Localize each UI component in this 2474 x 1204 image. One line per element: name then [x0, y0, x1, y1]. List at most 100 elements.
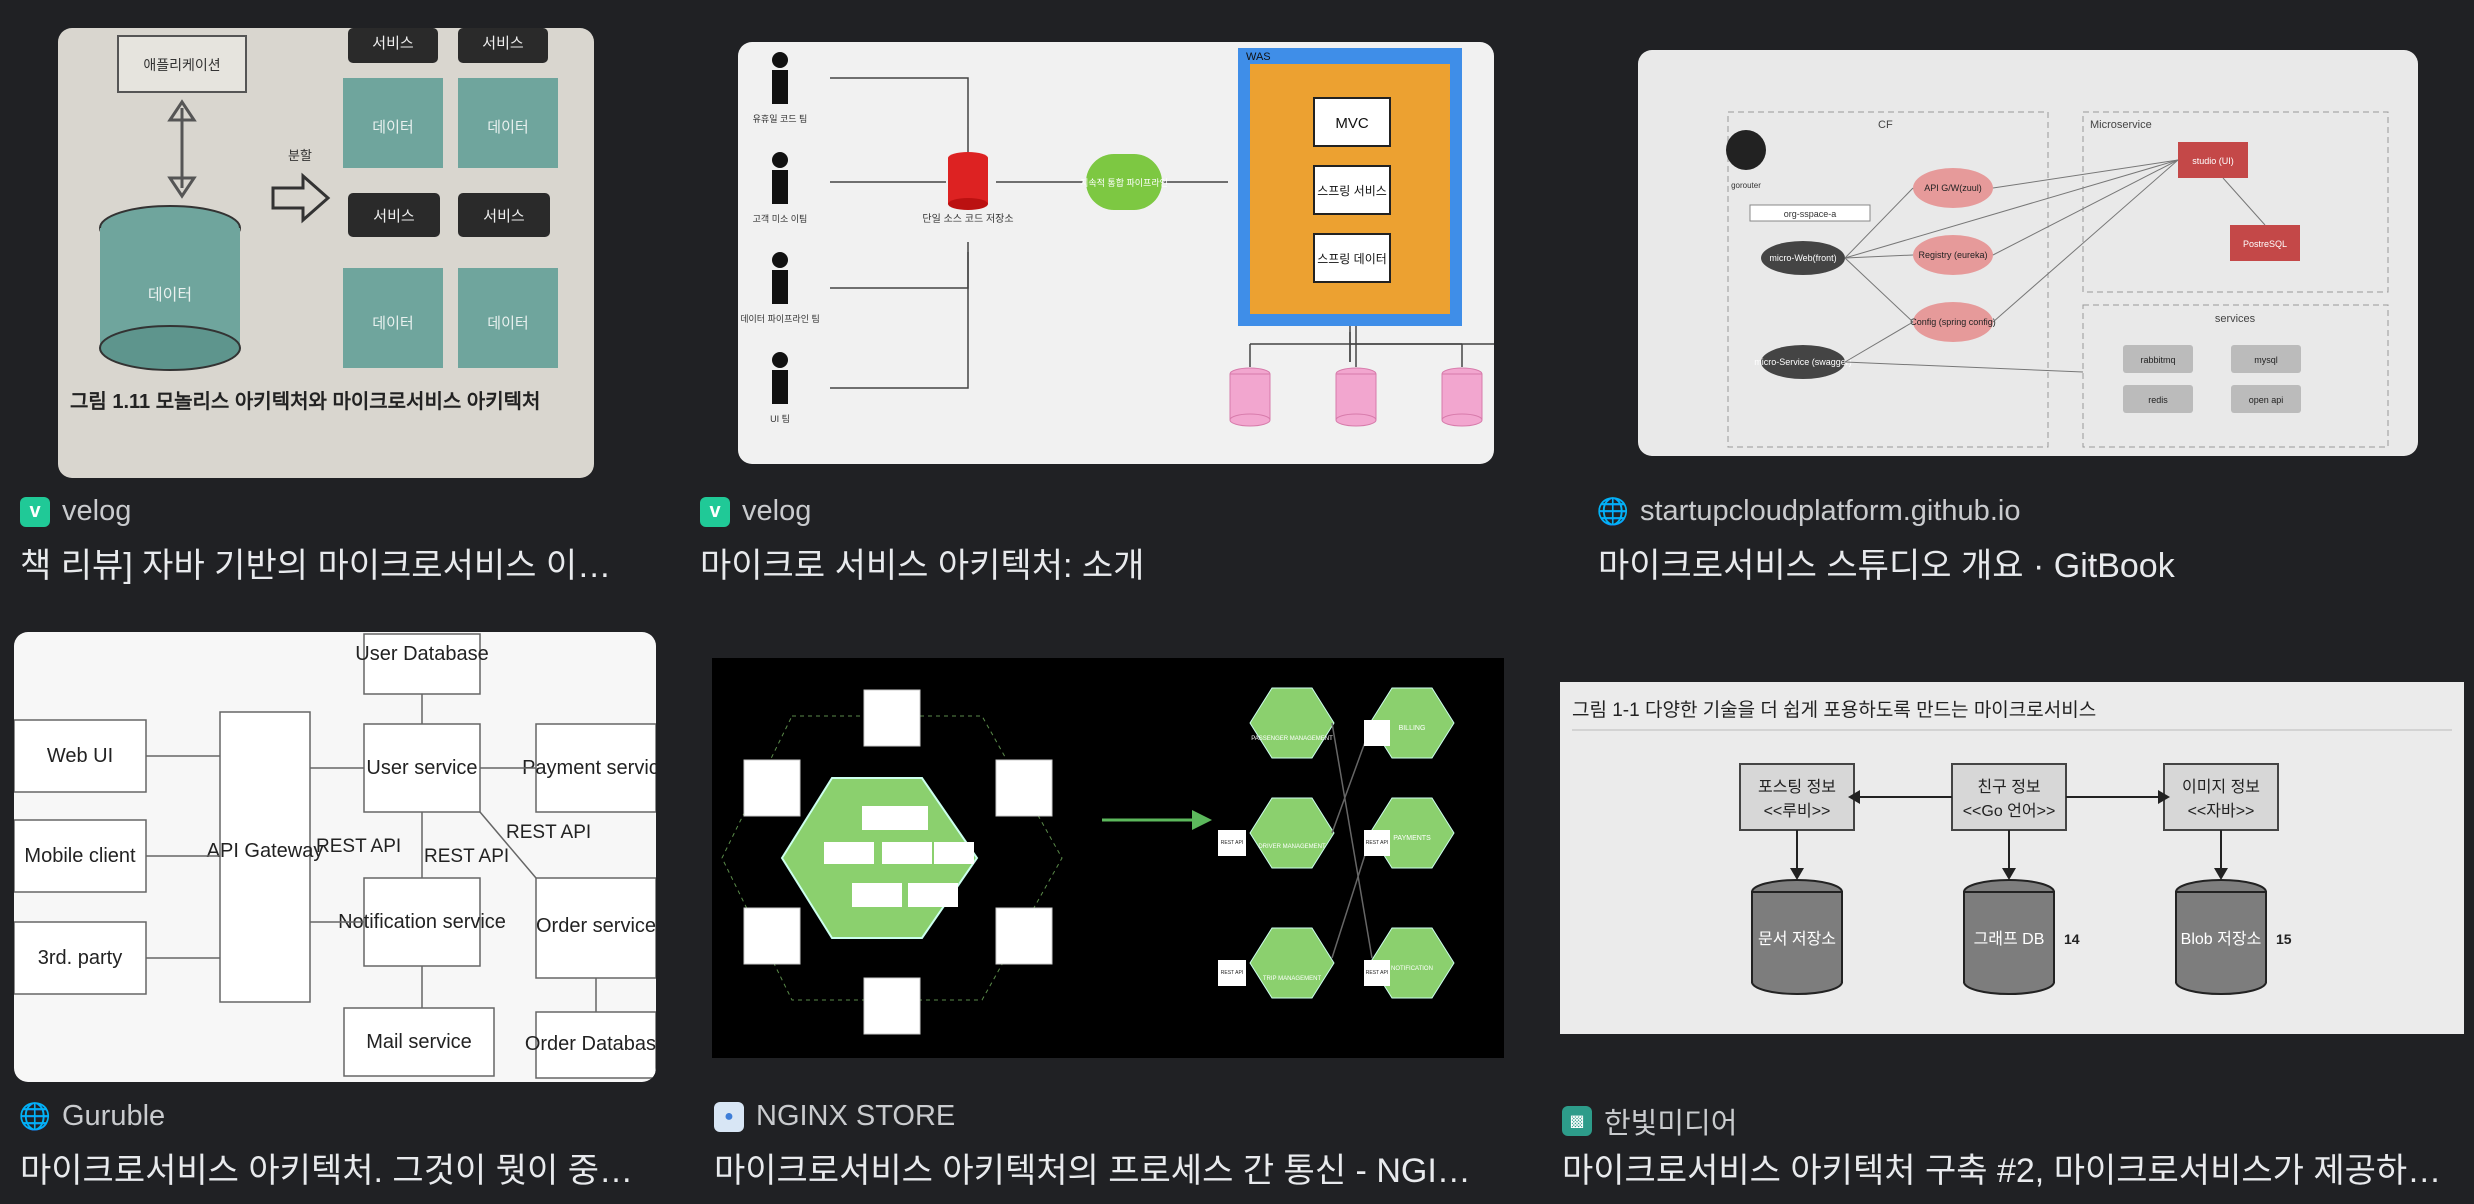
img-friend-label: 친구 정보 [1977, 778, 2040, 796]
result-thumbnail[interactable]: 애플리케이션 데이터 분할 서비스 서비스 데이터 데이터 서비스 서비스 데이… [58, 28, 594, 478]
img-passenger-label: PASSENGER MANAGEMENT [1251, 736, 1333, 742]
source-name: Guruble [62, 1100, 166, 1132]
source-name: startupcloudplatform.github.io [1640, 495, 2021, 527]
img-team-label: UI 팀 [770, 413, 790, 424]
img-rabbit-label: rabbitmq [2140, 355, 2175, 365]
img-notification-label: NOTIFICATION [1391, 966, 1433, 972]
img-rest-label: REST API [506, 822, 591, 843]
result-thumbnail[interactable]: 유휴일 코드 팀 고객 미소 이팀 데이터 파이프라인 팀 UI 팀 단일 소스… [738, 42, 1494, 464]
img-data-label: 데이터 [372, 315, 413, 332]
img-mvc-label: MVC [1335, 115, 1369, 132]
img-driver-label: DRIVER MANAGEMENT [1258, 844, 1326, 850]
result-title[interactable]: 마이크로서비스 아키텍처 구축 #2, 마이크로서비스가 제공하는... [1562, 1152, 2458, 1190]
img-rest-label: REST API [1366, 970, 1388, 976]
result-title[interactable]: 마이크로 서비스 아키텍처: 소개 [700, 547, 1145, 585]
img-notif-label: Notification service [338, 911, 506, 933]
img-payments-label: PAYMENTS [1393, 835, 1431, 842]
img-third-label: 3rd. party [38, 947, 122, 969]
img-trip-label: TRIP MANAGEMENT [1263, 976, 1322, 982]
result-thumbnail[interactable]: CF Microservice services gorouter org-ss… [1638, 50, 2418, 456]
img-team-label: 고객 미소 이팀 [753, 213, 808, 224]
img-billing-label: BILLING [1399, 725, 1426, 732]
img-rest-label: REST API [1221, 840, 1243, 846]
result-source[interactable]: 🌐 startupcloudplatform.github.io [1596, 495, 2021, 528]
globe-icon: 🌐 [1596, 496, 1630, 526]
img-service-label: 서비스 [483, 208, 525, 225]
img-studio-label: studio (UI) [2192, 156, 2234, 166]
img-gateway-label: API Gateway [207, 840, 324, 862]
img-rest-label: REST API [1366, 840, 1388, 846]
result-source[interactable]: ● NGINX STORE [714, 1100, 955, 1133]
img-rest-label: REST API [316, 836, 401, 857]
img-services-label: services [2215, 313, 2256, 325]
source-name: 한빛미디어 [1604, 1108, 1738, 1140]
img-mobile-label: Mobile client [24, 845, 136, 867]
result-title[interactable]: 마이크로서비스 스튜디오 개요 · GitBook [1598, 547, 2175, 585]
img-space-label: org-sspace-a [1784, 209, 1837, 219]
img-config-label: Config (spring config) [1910, 317, 1996, 327]
img-service-label: 서비스 [372, 35, 414, 52]
img-registry-label: Registry (eureka) [1918, 250, 1987, 260]
img-caption: 그림 1-1 다양한 기술을 더 쉽게 포용하도록 만드는 마이크로서비스 [1572, 699, 2096, 721]
img-team-label: 데이터 파이프라인 팀 [740, 313, 820, 324]
img-doc-label: 문서 저장소 [1758, 930, 1836, 948]
img-friend-lang: <<Go 언어>> [1963, 802, 2056, 820]
img-team-label: 유휴일 코드 팀 [753, 113, 808, 124]
img-graph-label: 그래프 DB [1974, 930, 2045, 948]
img-gorouter-label: gorouter [1731, 181, 1761, 190]
img-orderdb-label: Order Database [525, 1033, 656, 1055]
result-source[interactable]: v velog [20, 495, 131, 528]
img-data-label: 데이터 [487, 119, 528, 136]
img-payment-label: Payment service [522, 757, 656, 779]
img-swagger-label: micro-Service (swagger) [1754, 357, 1852, 367]
img-post-label: 포스팅 정보 [1758, 778, 1836, 796]
img-data-label: 데이터 [372, 119, 413, 136]
result-thumbnail[interactable]: User Database Web UI Mobile client 3rd. … [14, 632, 656, 1082]
img-image-label: 이미지 정보 [2182, 778, 2260, 796]
img-blob-label: Blob 저장소 [2181, 930, 2262, 948]
nginx-icon: ● [714, 1101, 744, 1132]
img-api-label: API G/W(zuul) [1924, 183, 1982, 193]
img-mail-label: Mail service [366, 1031, 472, 1053]
velog-icon: v [20, 496, 50, 527]
result-title[interactable]: 마이크로서비스 아키텍처. 그것이 뭣이 중헌... [20, 1152, 650, 1190]
img-pipeline-label: 지속적 통합 파이프라인 [1080, 177, 1168, 188]
img-image-lang: <<자바>> [2188, 802, 2255, 820]
img-service-label: 서비스 [373, 208, 415, 225]
img-cf-label: CF [1878, 119, 1893, 131]
img-web-label: micro-Web(front) [1769, 253, 1836, 263]
img-rest-label: REST API [1221, 970, 1243, 976]
img-was-label: WAS [1246, 51, 1271, 63]
img-service-label: 서비스 [482, 35, 524, 52]
img-webui-label: Web UI [47, 745, 113, 767]
result-thumbnail[interactable]: PASSENGER MANAGEMENT BILLING DRIVER MANA… [712, 658, 1504, 1058]
img-num-15: 15 [2276, 931, 2292, 947]
img-split-label: 분할 [288, 148, 312, 163]
result-source[interactable]: v velog [700, 495, 811, 528]
hanbit-icon: ▩ [1562, 1106, 1592, 1136]
globe-icon: 🌐 [18, 1101, 52, 1131]
img-repo-label: 단일 소스 코드 저장소 [922, 213, 1013, 225]
img-post-lang: <<루비>> [1764, 802, 1831, 820]
img-order-label: Order service [536, 915, 656, 937]
img-rest-label: REST API [424, 846, 509, 867]
img-data-label: 데이터 [487, 315, 528, 332]
img-spring-service-label: 스프링 서비스 [1317, 184, 1387, 198]
result-source[interactable]: 🌐 Guruble [18, 1100, 166, 1133]
source-name: NGINX STORE [756, 1100, 956, 1132]
source-name: velog [62, 495, 132, 527]
img-pg-label: PostreSQL [2243, 239, 2287, 249]
result-thumbnail[interactable]: 그림 1-1 다양한 기술을 더 쉽게 포용하도록 만드는 마이크로서비스 포스… [1560, 682, 2464, 1034]
velog-icon: v [700, 496, 730, 527]
img-userdb-label: User Database [355, 643, 488, 665]
img-caption: 그림 1.11 모놀리스 아키텍처와 마이크로서비스 아키텍처 [70, 390, 540, 413]
result-source[interactable]: ▩ 한빛미디어 [1562, 1100, 1737, 1142]
img-num-14: 14 [2064, 931, 2080, 947]
img-spring-data-label: 스프링 데이터 [1317, 252, 1387, 266]
img-openapi-label: open api [2249, 395, 2284, 405]
img-mysql-label: mysql [2254, 355, 2278, 365]
result-title[interactable]: 마이크로서비스 아키텍처의 프로세스 간 통신 - NGIN... [714, 1152, 1478, 1190]
img-redis-label: redis [2148, 395, 2168, 405]
source-name: velog [742, 495, 812, 527]
result-title[interactable]: 책 리뷰] 자바 기반의 마이크로서비스 이해... [20, 547, 620, 585]
